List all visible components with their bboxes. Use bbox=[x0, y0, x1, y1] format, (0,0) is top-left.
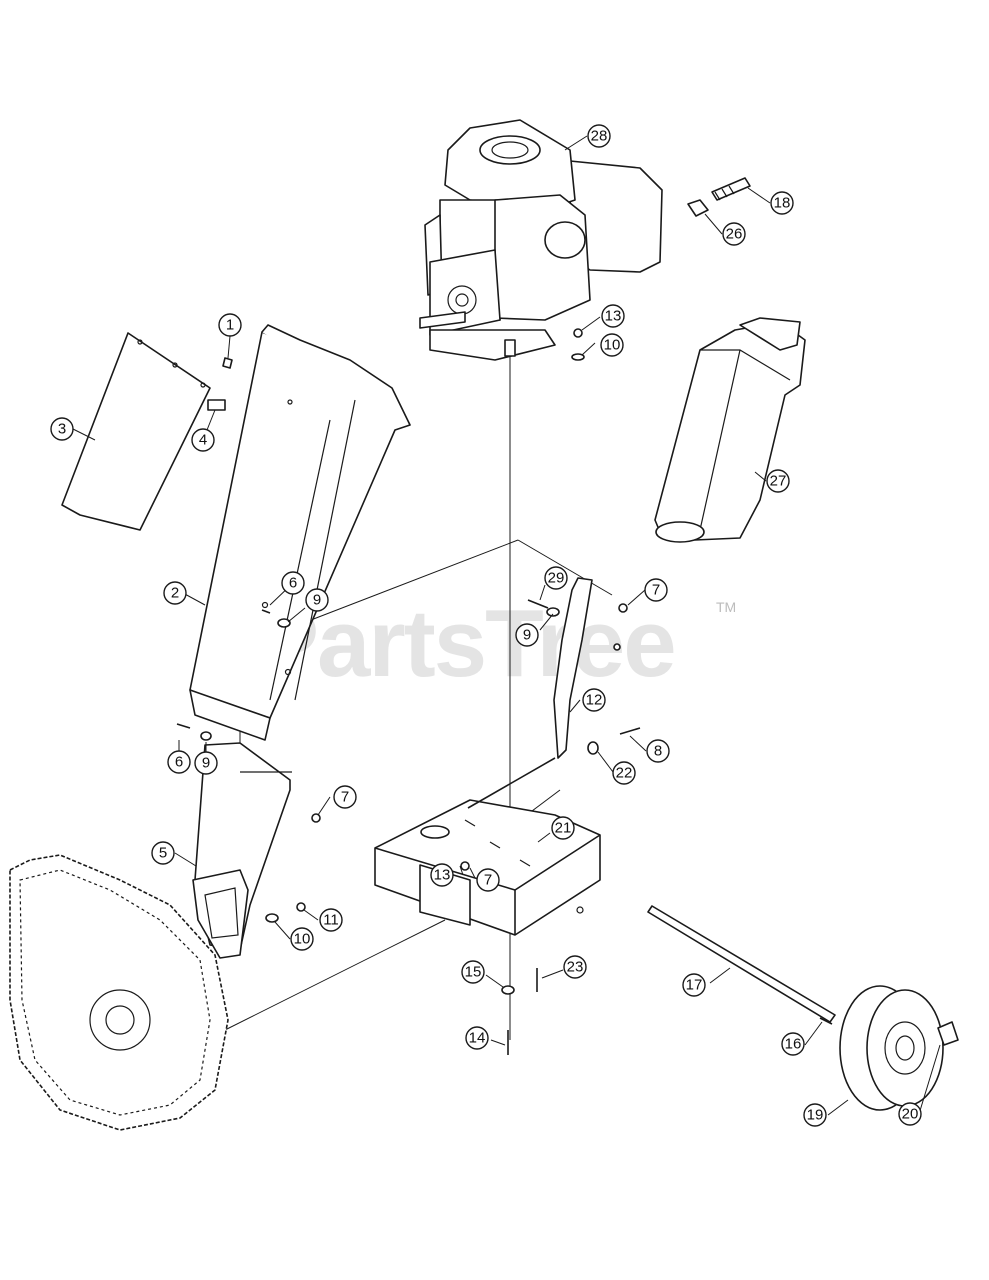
callout-28: 28 bbox=[587, 124, 611, 148]
callout-label: 18 bbox=[774, 195, 791, 212]
discharge-chute-part-27 bbox=[654, 317, 806, 543]
hubcap-part-20 bbox=[937, 1021, 959, 1046]
axle-part-17 bbox=[647, 905, 836, 1023]
callout-13a: 13 bbox=[601, 304, 625, 328]
callout-6a: 6 bbox=[281, 571, 305, 595]
callout-19: 19 bbox=[803, 1103, 827, 1127]
callout-7a: 7 bbox=[333, 785, 357, 809]
callout-label: 4 bbox=[199, 432, 207, 449]
callout-label: 29 bbox=[548, 570, 565, 587]
hardware-small bbox=[176, 328, 833, 1055]
callout-9b: 9 bbox=[194, 751, 218, 775]
callout-11: 11 bbox=[319, 908, 343, 932]
watermark-trademark: TM bbox=[716, 599, 736, 615]
callout-8: 8 bbox=[646, 739, 670, 763]
callout-label: 5 bbox=[159, 845, 167, 862]
callout-27: 27 bbox=[766, 469, 790, 493]
callout-18: 18 bbox=[770, 191, 794, 215]
callout-label: 26 bbox=[726, 226, 743, 243]
callout-label: 28 bbox=[591, 128, 608, 145]
engine bbox=[419, 119, 663, 361]
callout-label: 13 bbox=[434, 867, 451, 884]
callout-14: 14 bbox=[465, 1026, 489, 1050]
hopper-part-2 bbox=[189, 324, 411, 741]
callout-label: 11 bbox=[323, 912, 339, 929]
callout-label: 13 bbox=[605, 308, 622, 325]
callout-16: 16 bbox=[781, 1032, 805, 1056]
watermark: PartsTree TM bbox=[255, 590, 736, 697]
callout-label: 7 bbox=[652, 582, 660, 599]
callout-5: 5 bbox=[151, 841, 175, 865]
callout-label: 6 bbox=[289, 575, 297, 592]
chipper-housing bbox=[9, 854, 229, 1131]
callout-label: 7 bbox=[341, 789, 349, 806]
callout-label: 21 bbox=[555, 820, 572, 837]
callout-6b: 6 bbox=[167, 750, 191, 774]
bracket-part-4 bbox=[207, 399, 226, 411]
callout-label: 7 bbox=[484, 872, 492, 889]
callout-13b: 13 bbox=[430, 863, 454, 887]
callout-10a: 10 bbox=[600, 333, 624, 357]
callout-9a: 9 bbox=[305, 588, 329, 612]
wheel-part-19 bbox=[839, 985, 944, 1111]
callout-leaders bbox=[72, 135, 941, 1116]
callout-15: 15 bbox=[461, 960, 485, 984]
callout-label: 19 bbox=[807, 1107, 824, 1124]
callout-label: 3 bbox=[58, 421, 66, 438]
callout-label: 17 bbox=[686, 977, 703, 994]
callout-label: 2 bbox=[171, 585, 179, 602]
nut-part-26 bbox=[687, 199, 709, 217]
callout-22: 22 bbox=[612, 761, 636, 785]
callout-9c: 9 bbox=[515, 623, 539, 647]
callout-label: 20 bbox=[902, 1106, 919, 1123]
frame-part-21 bbox=[374, 757, 601, 936]
callout-21: 21 bbox=[551, 816, 575, 840]
callout-23: 23 bbox=[563, 955, 587, 979]
callout-label: 16 bbox=[785, 1036, 802, 1053]
screw-part-1 bbox=[222, 357, 233, 369]
callout-10b: 10 bbox=[290, 927, 314, 951]
callout-3: 3 bbox=[50, 417, 74, 441]
callout-26: 26 bbox=[722, 222, 746, 246]
callout-7b: 7 bbox=[644, 578, 668, 602]
pin-part-18 bbox=[711, 177, 751, 201]
callout-label: 8 bbox=[654, 743, 662, 760]
callout-1: 1 bbox=[218, 313, 242, 337]
callout-label: 15 bbox=[465, 964, 482, 981]
callout-17: 17 bbox=[682, 973, 706, 997]
callout-2: 2 bbox=[163, 581, 187, 605]
callout-20: 20 bbox=[898, 1102, 922, 1126]
deflector-plate-part-3 bbox=[61, 332, 211, 531]
callout-7c: 7 bbox=[476, 868, 500, 892]
callout-label: 10 bbox=[294, 931, 311, 948]
callout-label: 27 bbox=[770, 473, 787, 490]
callout-4: 4 bbox=[191, 428, 215, 452]
handle-part-12 bbox=[553, 577, 593, 759]
callout-label: 10 bbox=[604, 337, 621, 354]
callout-label: 9 bbox=[202, 755, 210, 772]
callout-29: 29 bbox=[544, 566, 568, 590]
callout-label: 12 bbox=[586, 692, 603, 709]
callout-label: 14 bbox=[469, 1030, 486, 1047]
callout-label: 1 bbox=[226, 317, 234, 334]
callout-label: 9 bbox=[523, 627, 531, 644]
callout-label: 9 bbox=[313, 592, 321, 609]
callout-12: 12 bbox=[582, 688, 606, 712]
callout-label: 23 bbox=[567, 959, 584, 976]
callout-label: 22 bbox=[616, 765, 633, 782]
throat-part-5 bbox=[192, 742, 292, 959]
callout-label: 6 bbox=[175, 754, 183, 771]
